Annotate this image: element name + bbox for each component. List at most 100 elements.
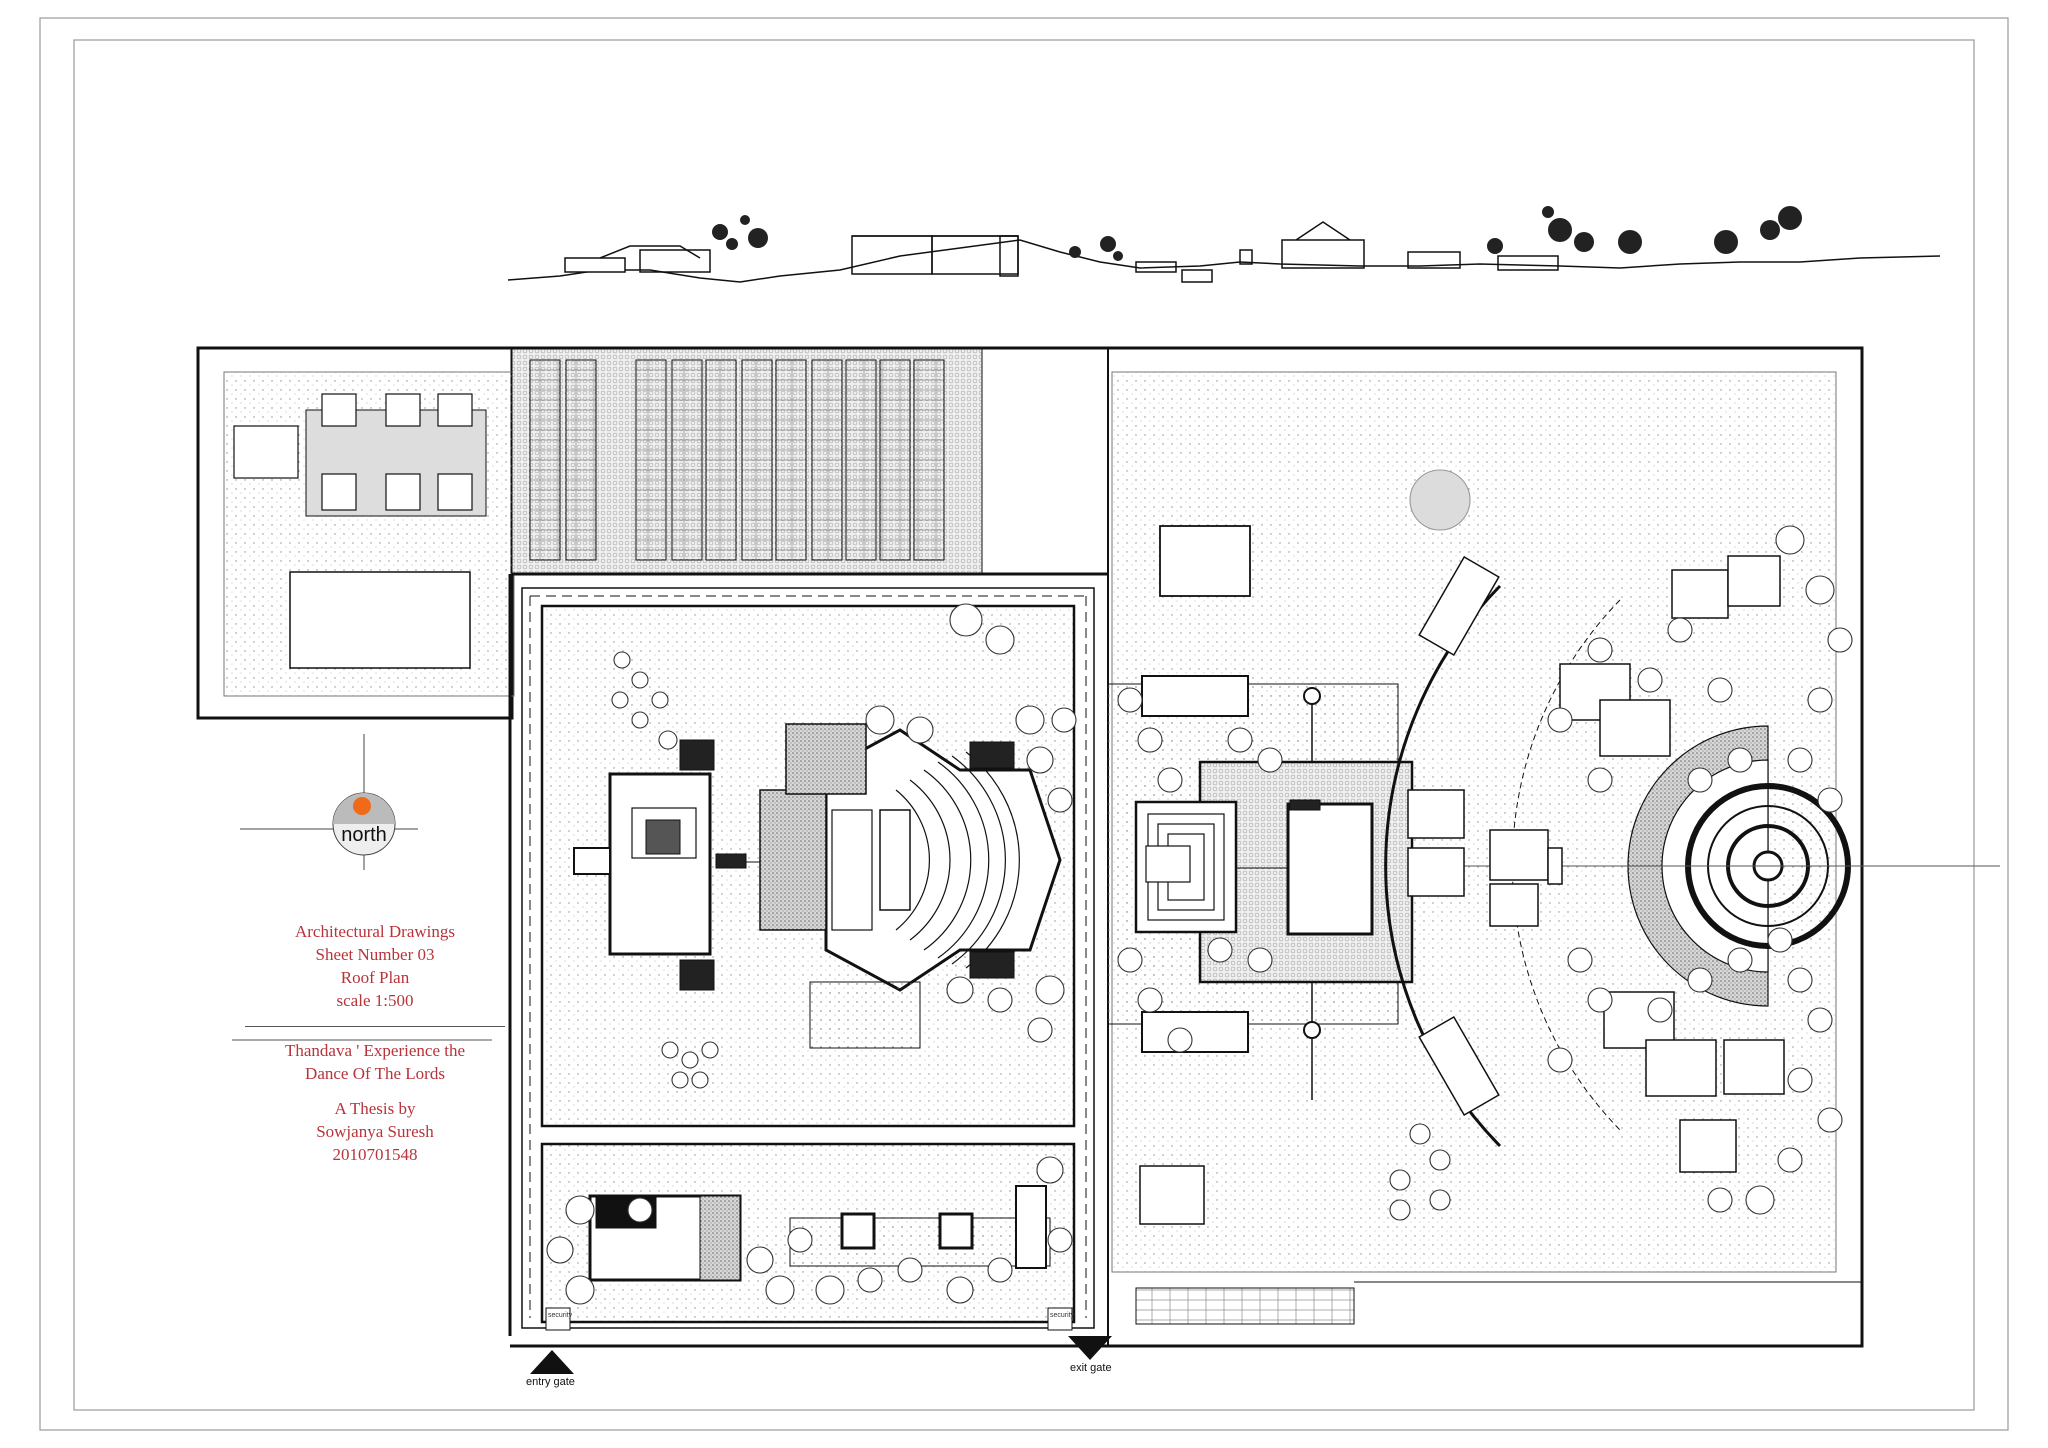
tree-canopy xyxy=(815,1275,845,1305)
author-line-3: 2010701548 xyxy=(332,1145,418,1164)
security-label-right: security xyxy=(1050,1312,1075,1319)
tree-canopy xyxy=(1807,1007,1833,1033)
tree-canopies xyxy=(546,469,1853,1305)
tree-canopy xyxy=(1137,987,1163,1013)
entry-gate-label: entry gate xyxy=(526,1376,575,1388)
tree-canopy xyxy=(1687,767,1713,793)
tree-canopy xyxy=(946,976,974,1004)
tree-canopy xyxy=(1587,987,1613,1013)
tree-canopy xyxy=(1207,937,1233,963)
title-line-sheet: Sheet Number 03 xyxy=(315,945,435,964)
tree-canopy xyxy=(1409,469,1471,531)
tree-canopy xyxy=(651,691,669,709)
tree-canopy xyxy=(1745,1185,1775,1215)
exit-gate-marker xyxy=(1068,1336,1112,1360)
tree-canopy xyxy=(1587,637,1613,663)
tree-canopy xyxy=(765,1275,795,1305)
tree-canopy xyxy=(1707,1187,1733,1213)
tree-canopy xyxy=(1247,947,1273,973)
title-block: Architectural Drawings Sheet Number 03 R… xyxy=(240,920,510,1166)
tree-canopy xyxy=(1817,787,1843,813)
title-line-scale: scale 1:500 xyxy=(336,991,414,1010)
tree-canopy xyxy=(1547,1047,1573,1073)
title-gap xyxy=(240,1085,510,1097)
site-section xyxy=(507,221,1941,283)
tree-canopy xyxy=(1687,967,1713,993)
security-label-left: security xyxy=(548,1312,573,1319)
tree-canopy xyxy=(1547,707,1573,733)
tree-canopy xyxy=(1051,707,1077,733)
tree-canopy xyxy=(1777,1147,1803,1173)
security-booths xyxy=(545,1307,1073,1331)
tree-canopy xyxy=(906,716,934,744)
tree-canopy xyxy=(1027,1017,1053,1043)
amphitheatre xyxy=(1384,584,2000,1148)
tree-canopy xyxy=(857,1267,883,1293)
tree-canopy xyxy=(1117,687,1143,713)
section-trees xyxy=(712,206,1802,261)
tree-canopy xyxy=(627,1197,653,1223)
tree-canopy xyxy=(1389,1199,1411,1221)
tree-canopy xyxy=(1727,947,1753,973)
outer-frame xyxy=(39,17,2009,1431)
tree-canopy xyxy=(865,705,895,735)
auditorium xyxy=(759,723,1062,1049)
tree-canopy xyxy=(1157,767,1183,793)
tree-canopy xyxy=(611,691,629,709)
tree-canopy xyxy=(631,671,649,689)
tree-canopy xyxy=(1827,627,1853,653)
tree-canopy xyxy=(565,1195,595,1225)
staff-block xyxy=(196,346,515,720)
tree-canopy xyxy=(1117,947,1143,973)
tree-canopy xyxy=(701,1041,719,1059)
tree-canopy xyxy=(565,1275,595,1305)
tree-canopy xyxy=(1567,947,1593,973)
tree-canopy xyxy=(1389,1169,1411,1191)
tree-canopy xyxy=(1727,747,1753,773)
tree-canopy xyxy=(658,730,678,750)
north-symbol xyxy=(240,734,418,870)
tree-canopy xyxy=(546,1236,574,1264)
title-line-plan: Roof Plan xyxy=(340,968,410,987)
title-line-drawings: Architectural Drawings xyxy=(294,922,456,941)
inner-frame xyxy=(73,39,1975,1411)
north-label: north xyxy=(341,824,387,846)
tree-canopy xyxy=(661,1041,679,1059)
tree-canopy xyxy=(1707,677,1733,703)
tree-canopy xyxy=(1137,727,1163,753)
tree-canopy xyxy=(1637,667,1663,693)
tree-canopy xyxy=(787,1227,813,1253)
bottom-parking xyxy=(1135,1281,1862,1325)
tree-canopy xyxy=(1647,997,1673,1023)
tree-canopy xyxy=(631,711,649,729)
tree-canopy xyxy=(1047,787,1073,813)
entry-gate-marker xyxy=(530,1350,574,1374)
tree-canopy xyxy=(1787,967,1813,993)
tree-canopy xyxy=(987,1257,1013,1283)
tree-canopy xyxy=(946,1276,974,1304)
tree-canopy xyxy=(1409,1123,1431,1145)
tree-canopy xyxy=(897,1257,923,1283)
tree-canopy xyxy=(1817,1107,1843,1133)
tree-canopy xyxy=(1429,1189,1451,1211)
gallery-strip xyxy=(588,1185,1051,1282)
tree-canopy xyxy=(1227,727,1253,753)
tree-canopy xyxy=(1805,575,1835,605)
tree-canopy xyxy=(1767,927,1793,953)
title-separator xyxy=(245,1026,505,1027)
tree-canopy xyxy=(681,1051,699,1069)
temple-block xyxy=(573,739,800,991)
tree-canopy xyxy=(987,987,1013,1013)
tree-canopy xyxy=(1035,975,1065,1005)
tree-canopy xyxy=(1036,1156,1064,1184)
tree-canopy xyxy=(949,603,983,637)
tree-canopy xyxy=(1429,1149,1451,1171)
tree-canopy xyxy=(1807,687,1833,713)
project-line-2: Dance Of The Lords xyxy=(305,1064,445,1083)
project-line-1: Thandava ' Experience the xyxy=(284,1041,466,1060)
pavilions xyxy=(1139,525,1785,1225)
tree-canopy xyxy=(613,651,631,669)
tree-canopy xyxy=(1667,617,1693,643)
